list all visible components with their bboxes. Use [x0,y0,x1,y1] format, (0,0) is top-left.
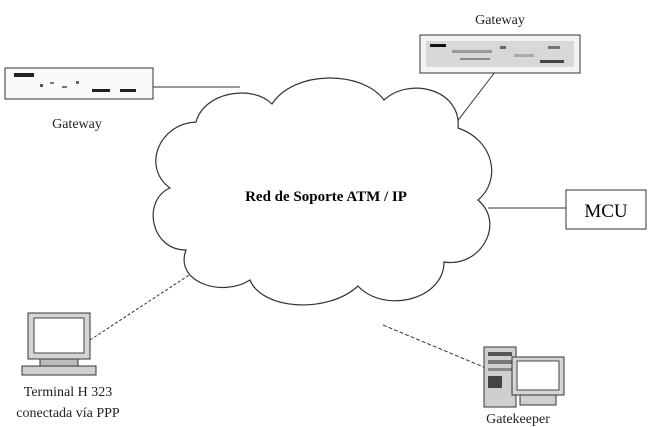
gatekeeper-label: Gatekeeper [486,412,550,427]
mcu: MCU [565,189,647,230]
computer-icon [21,312,97,376]
terminal: Terminal H 323 conectada vía PPP [16,312,120,421]
gatekeeper: Gatekeeper [483,346,565,427]
link-gatekeeper [382,324,487,369]
network-cloud: Red de Soporte ATM / IP [152,77,493,306]
terminal-label-line2: conectada vía PPP [16,406,120,421]
terminal-label-line1: Terminal H 323 [24,385,112,400]
mcu-box [565,189,647,230]
server-computer-icon [483,346,565,408]
mcu-label: MCU [584,201,628,222]
cloud-shape [152,77,493,306]
gateway-left-label: Gateway [52,117,102,132]
network-label: Red de Soporte ATM / IP [245,189,407,205]
gateway-left: Gateway [4,67,154,132]
gateway-right: Gateway [419,13,581,74]
gateway-right-label: Gateway [475,13,525,28]
link-terminal [89,263,207,341]
